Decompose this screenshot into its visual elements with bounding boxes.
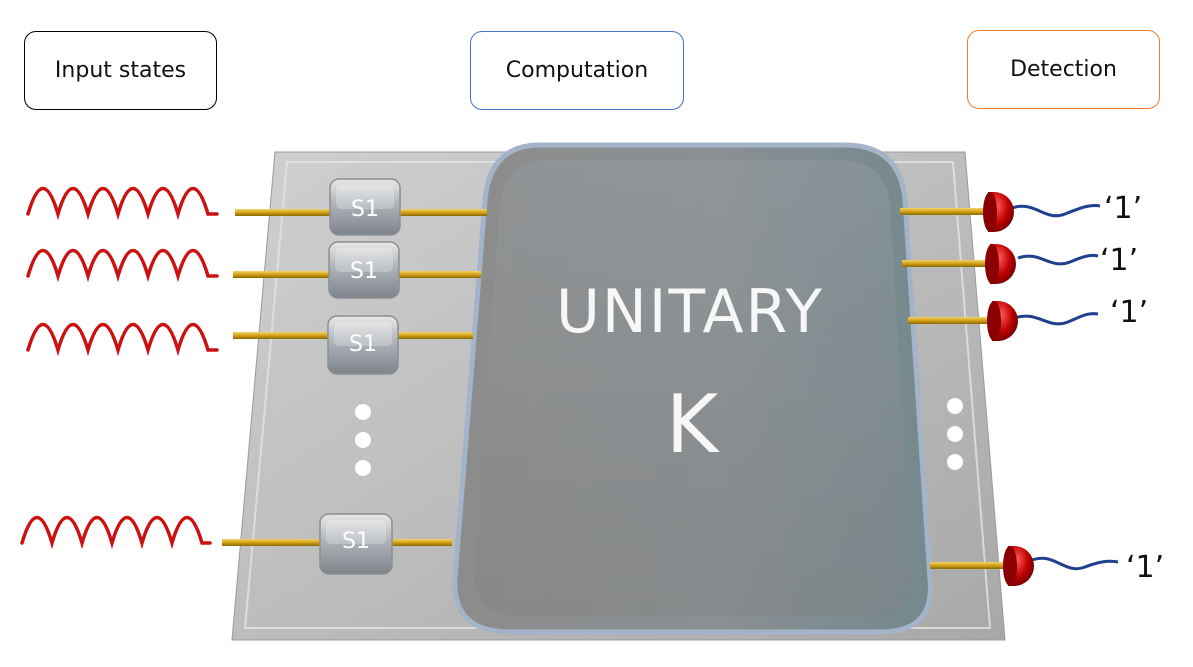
input-wave-1 bbox=[26, 187, 219, 221]
unitary-label: UNITARY bbox=[556, 277, 824, 347]
input-wave-2 bbox=[26, 249, 219, 283]
output-ellipsis bbox=[947, 398, 963, 470]
output-label-1: ‘1’ bbox=[1104, 191, 1142, 226]
detector-3 bbox=[987, 301, 1018, 341]
detector-1 bbox=[983, 192, 1014, 232]
unitary-block bbox=[452, 142, 933, 635]
s1-source-2: S1 bbox=[328, 241, 400, 299]
s1-label: S1 bbox=[350, 259, 378, 284]
input-states-box: Input states bbox=[24, 31, 217, 110]
computation-box: Computation bbox=[470, 31, 684, 110]
s1-label: S1 bbox=[349, 332, 377, 357]
input-wave-3 bbox=[26, 323, 219, 357]
input-wave-4 bbox=[20, 516, 212, 550]
s1-source-1: S1 bbox=[329, 178, 401, 236]
output-label-2: ‘1’ bbox=[1100, 243, 1138, 278]
output-fibers bbox=[1011, 204, 1119, 571]
input-ellipsis bbox=[355, 404, 371, 476]
detection-label: Detection bbox=[1010, 57, 1117, 82]
detector-2 bbox=[985, 244, 1016, 284]
s1-source-3: S1 bbox=[327, 315, 399, 375]
s1-label: S1 bbox=[342, 529, 370, 554]
unitary-k-label: K bbox=[666, 378, 721, 471]
s1-label: S1 bbox=[351, 197, 379, 222]
input-states-label: Input states bbox=[54, 58, 187, 83]
output-label-3: ‘1’ bbox=[1110, 295, 1148, 330]
output-label-4: ‘1’ bbox=[1126, 550, 1164, 585]
s1-source-4: S1 bbox=[319, 513, 393, 575]
detection-box: Detection bbox=[967, 30, 1160, 109]
detector-4 bbox=[1003, 546, 1034, 586]
output-waveguides bbox=[900, 208, 1008, 569]
computation-label: Computation bbox=[505, 58, 649, 83]
